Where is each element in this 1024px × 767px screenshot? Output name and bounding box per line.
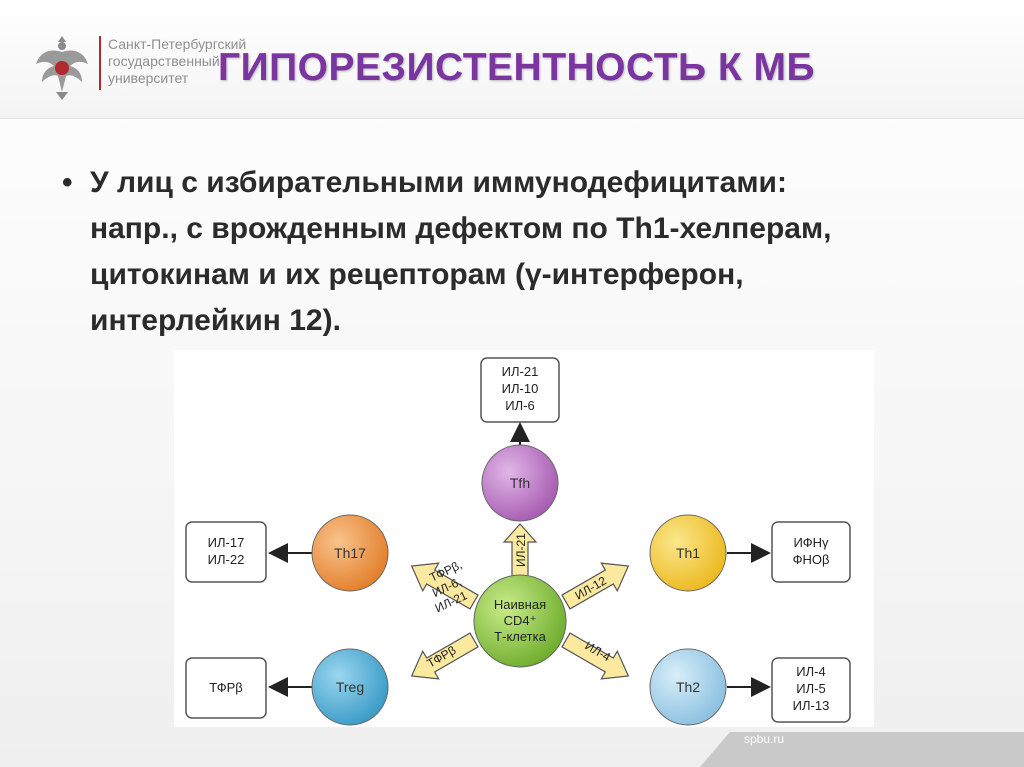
cell-tfh: Tfh bbox=[481, 444, 559, 522]
university-name: Санкт-Петербургский государственный унив… bbox=[108, 36, 278, 87]
cell-th1: Th1 bbox=[649, 514, 727, 592]
logo-divider bbox=[99, 36, 101, 90]
university-name-line: Санкт-Петербургский bbox=[108, 36, 247, 52]
bullet-line: интерлейкин 12). bbox=[90, 304, 341, 337]
output-box-line: ИЛ-21 bbox=[502, 364, 539, 379]
bullet-marker: • bbox=[62, 166, 73, 199]
diagram-canvas: ИЛ-21 ИЛ-10 ИЛ-6 ИЛ-17 ИЛ-22 ИФНγ ФНОβ Т… bbox=[185, 357, 851, 726]
university-name-line: университет bbox=[108, 70, 189, 86]
output-box-th2: ИЛ-4 ИЛ-5 ИЛ-13 bbox=[771, 657, 851, 723]
bullet-line: цитокинам и их рецепторам (γ-интерферон, bbox=[90, 258, 744, 291]
university-emblem-icon bbox=[36, 36, 88, 100]
cell-label: Th1 bbox=[676, 545, 700, 561]
bullet-item: • У лиц с избирательными иммунодефицитам… bbox=[62, 160, 992, 344]
output-box-line: ТФРβ bbox=[209, 680, 243, 695]
output-box-line: ФНОβ bbox=[793, 552, 830, 567]
arrow-label-tfh: ИЛ-21 bbox=[514, 533, 528, 567]
footer-band bbox=[700, 732, 1024, 767]
output-box-line: ИЛ-17 bbox=[208, 535, 245, 550]
cell-label: Tfh bbox=[510, 475, 530, 491]
output-box-line: ИЛ-13 bbox=[793, 698, 830, 713]
output-box-line: ИЛ-6 bbox=[505, 398, 534, 413]
cell-treg: Treg bbox=[311, 648, 389, 726]
cell-th17: Th17 bbox=[311, 514, 389, 592]
cell-naive-cd4: Наивная CD4⁺ Т-клетка bbox=[473, 574, 567, 668]
output-box-line: ИФНγ bbox=[793, 535, 829, 550]
block-arrow-tfh bbox=[502, 523, 538, 579]
block-arrow-th2 bbox=[561, 632, 630, 680]
output-box-tfh: ИЛ-21 ИЛ-10 ИЛ-6 bbox=[480, 357, 560, 423]
output-box-th1: ИФНγ ФНОβ bbox=[771, 521, 851, 583]
t-cell-differentiation-diagram: ИЛ-21 ИЛ-10 ИЛ-6 ИЛ-17 ИЛ-22 ИФНγ ФНОβ Т… bbox=[174, 350, 874, 727]
cell-th2: Th2 bbox=[649, 648, 727, 726]
cell-label: Th2 bbox=[676, 679, 700, 695]
output-box-treg: ТФРβ bbox=[185, 657, 267, 719]
output-box-line: ИЛ-22 bbox=[208, 552, 245, 567]
output-box-line: ИЛ-10 bbox=[502, 381, 539, 396]
center-label-line: CD4⁺ bbox=[504, 613, 537, 628]
cell-label: Th17 bbox=[334, 545, 366, 561]
bullet-line: напр., с врожденным дефектом по Th1-хелп… bbox=[90, 212, 832, 245]
bullet-line: У лиц с избирательными иммунодефицитами: bbox=[90, 166, 787, 199]
block-arrow-treg bbox=[410, 632, 479, 680]
block-arrow-th17 bbox=[410, 562, 479, 610]
footer-url: spbu.ru bbox=[744, 732, 785, 746]
output-box-th17: ИЛ-17 ИЛ-22 bbox=[185, 521, 267, 583]
output-box-line: ИЛ-4 bbox=[796, 664, 825, 679]
center-label-line: Наивная bbox=[494, 597, 546, 612]
center-label-line: Т-клетка bbox=[494, 629, 546, 644]
block-arrow-th1 bbox=[561, 562, 630, 610]
cell-label: Treg bbox=[336, 679, 364, 695]
output-box-line: ИЛ-5 bbox=[796, 681, 825, 696]
slide-title: ГИПОРЕЗИСТЕНТНОСТЬ К МБ bbox=[218, 46, 816, 89]
university-name-line: государственный bbox=[108, 53, 220, 69]
header-bar: Санкт-Петербургский государственный унив… bbox=[0, 0, 1024, 119]
